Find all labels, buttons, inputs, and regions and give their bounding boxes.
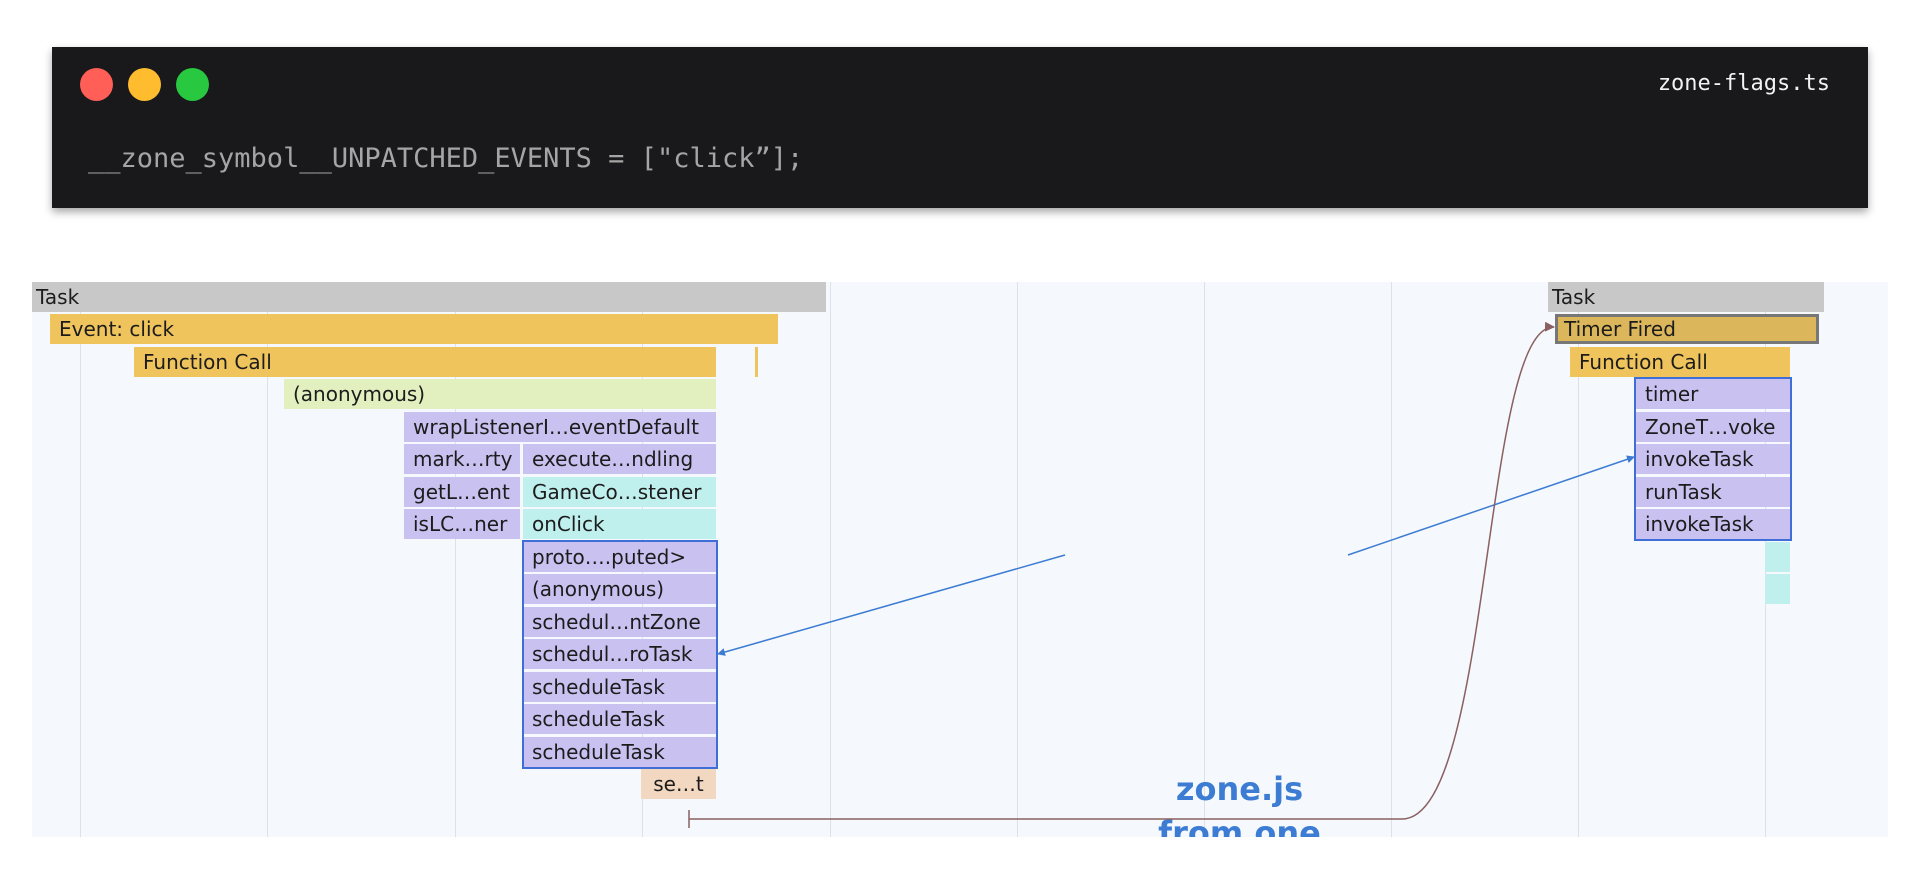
zone-invoke-bar[interactable]: ZoneT…voke [1636,412,1790,442]
maximize-window-icon[interactable] [176,68,209,101]
execute-bar[interactable]: execute…ndling [523,444,716,474]
file-name: zone-flags.ts [1657,71,1830,96]
grid-line [830,282,831,837]
schedule-zone-bar[interactable]: schedul…ntZone [523,607,716,637]
grid-line [455,282,456,837]
minimize-window-icon[interactable] [128,68,161,101]
islc-bar[interactable]: isLC…ner [404,509,520,539]
annotation-arrow-right [1347,455,1635,556]
cyan-sliver-2[interactable] [1765,574,1790,604]
invoke-task-bar-1[interactable]: invokeTask [1636,444,1790,474]
schedule-task-bar-2[interactable]: scheduleTask [523,704,716,734]
function-call-sliver[interactable] [755,347,758,377]
anonymous2-bar[interactable]: (anonymous) [523,574,716,604]
wrap-listener-bar[interactable]: wrapListenerI…eventDefault [404,412,716,442]
code-window: zone-flags.ts __zone_symbol__UNPATCHED_E… [52,47,1868,208]
annotation-arrow-left [717,554,1066,656]
close-window-icon[interactable] [80,68,113,101]
settimeout-bar[interactable]: se…t [641,769,716,799]
schedule-micro-bar[interactable]: schedul…roTask [523,639,716,669]
onclick-bar[interactable]: onClick [523,509,716,539]
anonymous-bar[interactable]: (anonymous) [284,379,716,409]
annotation-arrows [688,321,1635,828]
code-line: __zone_symbol__UNPATCHED_EVENTS = ["clic… [88,143,804,174]
grid-line [1391,282,1392,837]
getl-bar[interactable]: getL…ent [404,477,520,507]
grid-line [80,282,81,837]
annotation-line-1: zone.js [1175,770,1304,808]
flame-chart: Task Event: click Function Call (anonymo… [32,282,1888,837]
timer-bar[interactable]: timer [1636,379,1790,409]
cyan-sliver-1[interactable] [1765,542,1790,572]
grid-line [1204,282,1205,837]
mark-bar[interactable]: mark…rty [404,444,520,474]
schedule-task-bar-1[interactable]: scheduleTask [523,672,716,702]
proto-bar[interactable]: proto….puted> [523,542,716,572]
run-task-bar[interactable]: runTask [1636,477,1790,507]
event-click-bar[interactable]: Event: click [50,314,778,344]
task-bar-left[interactable]: Task [32,282,826,312]
function-call-bar-right[interactable]: Function Call [1570,347,1790,377]
function-call-bar-left[interactable]: Function Call [134,347,716,377]
timer-fired-bar[interactable]: Timer Fired [1555,314,1819,344]
grid-line [267,282,268,837]
flow-arrow [689,321,1555,820]
task-bar-right[interactable]: Task [1548,282,1824,312]
invoke-task-bar-2[interactable]: invokeTask [1636,509,1790,539]
gameco-bar[interactable]: GameCo…stener [523,477,716,507]
schedule-task-bar-3[interactable]: scheduleTask [523,737,716,767]
grid-line [1578,282,1579,837]
grid-line [1017,282,1018,837]
